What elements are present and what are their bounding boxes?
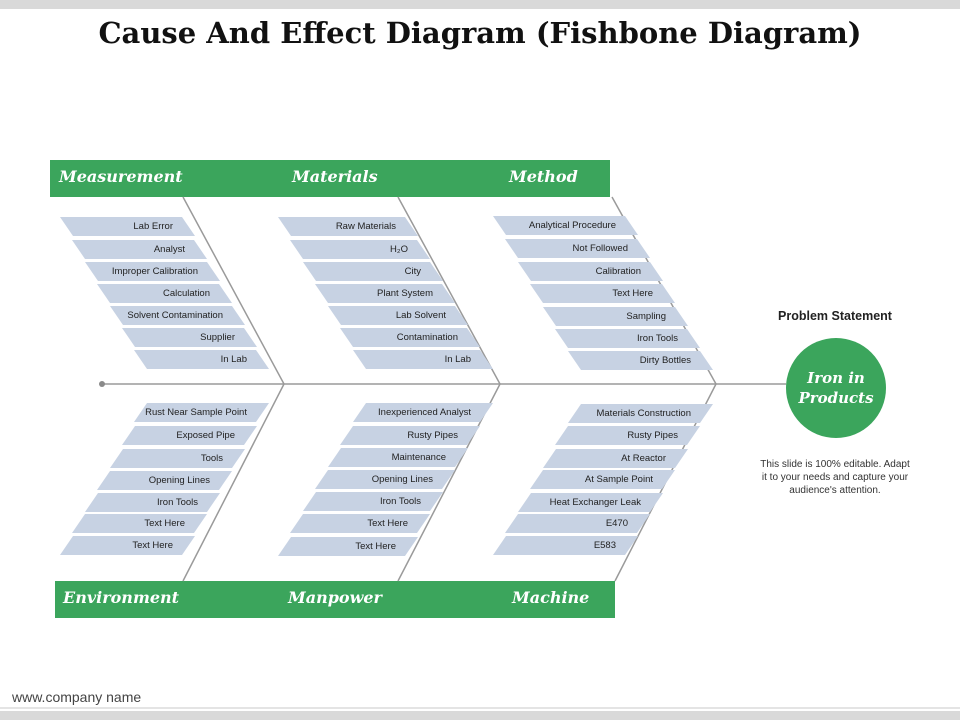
cause-environment-3: Tools (110, 449, 245, 468)
category-machine: Machine (512, 588, 590, 607)
effect-circle: Iron in Products (786, 338, 886, 438)
bottom-category-bar: Environment Manpower Machine (55, 581, 615, 618)
cause-method-2: Not Followed (505, 239, 650, 258)
bone-materials (397, 196, 501, 385)
cause-machine-7: E583 (493, 536, 638, 555)
cause-machine-6: E470 (505, 514, 650, 533)
cause-method-7: Dirty Bottles (568, 351, 713, 370)
spine-tail-dot (99, 381, 105, 387)
category-environment: Environment (63, 588, 180, 607)
cause-measurement-5: Solvent Contamination (110, 306, 245, 325)
cause-materials-5: Lab Solvent (328, 306, 468, 325)
cause-machine-2: Rusty Pipes (555, 426, 700, 445)
cause-method-5: Sampling (543, 307, 688, 326)
category-materials: Materials (292, 167, 378, 186)
top-category-bar: Measurement Materials Method (50, 160, 610, 197)
cause-machine-3: At Reactor (543, 449, 688, 468)
bottom-border (0, 711, 960, 720)
cause-materials-7: In Lab (353, 350, 493, 369)
effect-text: Iron in Products (798, 369, 874, 407)
cause-environment-6: Text Here (72, 514, 207, 533)
cause-manpower-4: Opening Lines (315, 470, 455, 489)
cause-machine-1: Materials Construction (568, 404, 713, 423)
cause-method-6: Iron Tools (555, 329, 700, 348)
cause-measurement-6: Supplier (122, 328, 257, 347)
cause-method-4: Text Here (530, 284, 675, 303)
top-border (0, 0, 960, 9)
footer-company: www.company name (12, 689, 142, 705)
category-method: Method (509, 167, 578, 186)
cause-measurement-4: Calculation (97, 284, 232, 303)
cause-manpower-1: Inexperienced Analyst (353, 403, 493, 422)
editable-note: This slide is 100% editable. Adapt it to… (760, 459, 910, 496)
bone-environment (182, 383, 285, 582)
category-measurement: Measurement (59, 167, 183, 186)
cause-materials-2: H₂O (290, 240, 430, 259)
cause-machine-5: Heat Exchanger Leak (518, 493, 663, 512)
cause-manpower-3: Maintenance (328, 448, 468, 467)
cause-method-1: Analytical Procedure (493, 216, 638, 235)
cause-materials-1: Raw Materials (278, 217, 418, 236)
category-manpower: Manpower (288, 588, 382, 607)
cause-manpower-6: Text Here (290, 514, 430, 533)
bone-measurement (182, 196, 285, 385)
cause-environment-5: Iron Tools (85, 493, 220, 512)
cause-measurement-7: In Lab (134, 350, 269, 369)
cause-measurement-3: Improper Calibration (85, 262, 220, 281)
cause-materials-4: Plant System (315, 284, 455, 303)
cause-environment-4: Opening Lines (97, 471, 232, 490)
cause-measurement-1: Lab Error (60, 217, 195, 236)
cause-materials-6: Contamination (340, 328, 480, 347)
cause-machine-4: At Sample Point (530, 470, 675, 489)
cause-environment-7: Text Here (60, 536, 195, 555)
cause-measurement-2: Analyst (72, 240, 207, 259)
problem-statement-label: Problem Statement (778, 309, 892, 323)
cause-manpower-5: Iron Tools (303, 492, 443, 511)
cause-manpower-7: Text Here (278, 537, 418, 556)
cause-method-3: Calibration (518, 262, 663, 281)
cause-environment-1: Rust Near Sample Point (134, 403, 269, 422)
bottom-rule (0, 707, 960, 709)
cause-environment-2: Exposed Pipe (122, 426, 257, 445)
cause-manpower-2: Rusty Pipes (340, 426, 480, 445)
cause-materials-3: City (303, 262, 443, 281)
slide-title: Cause And Effect Diagram (Fishbone Diagr… (98, 16, 862, 50)
